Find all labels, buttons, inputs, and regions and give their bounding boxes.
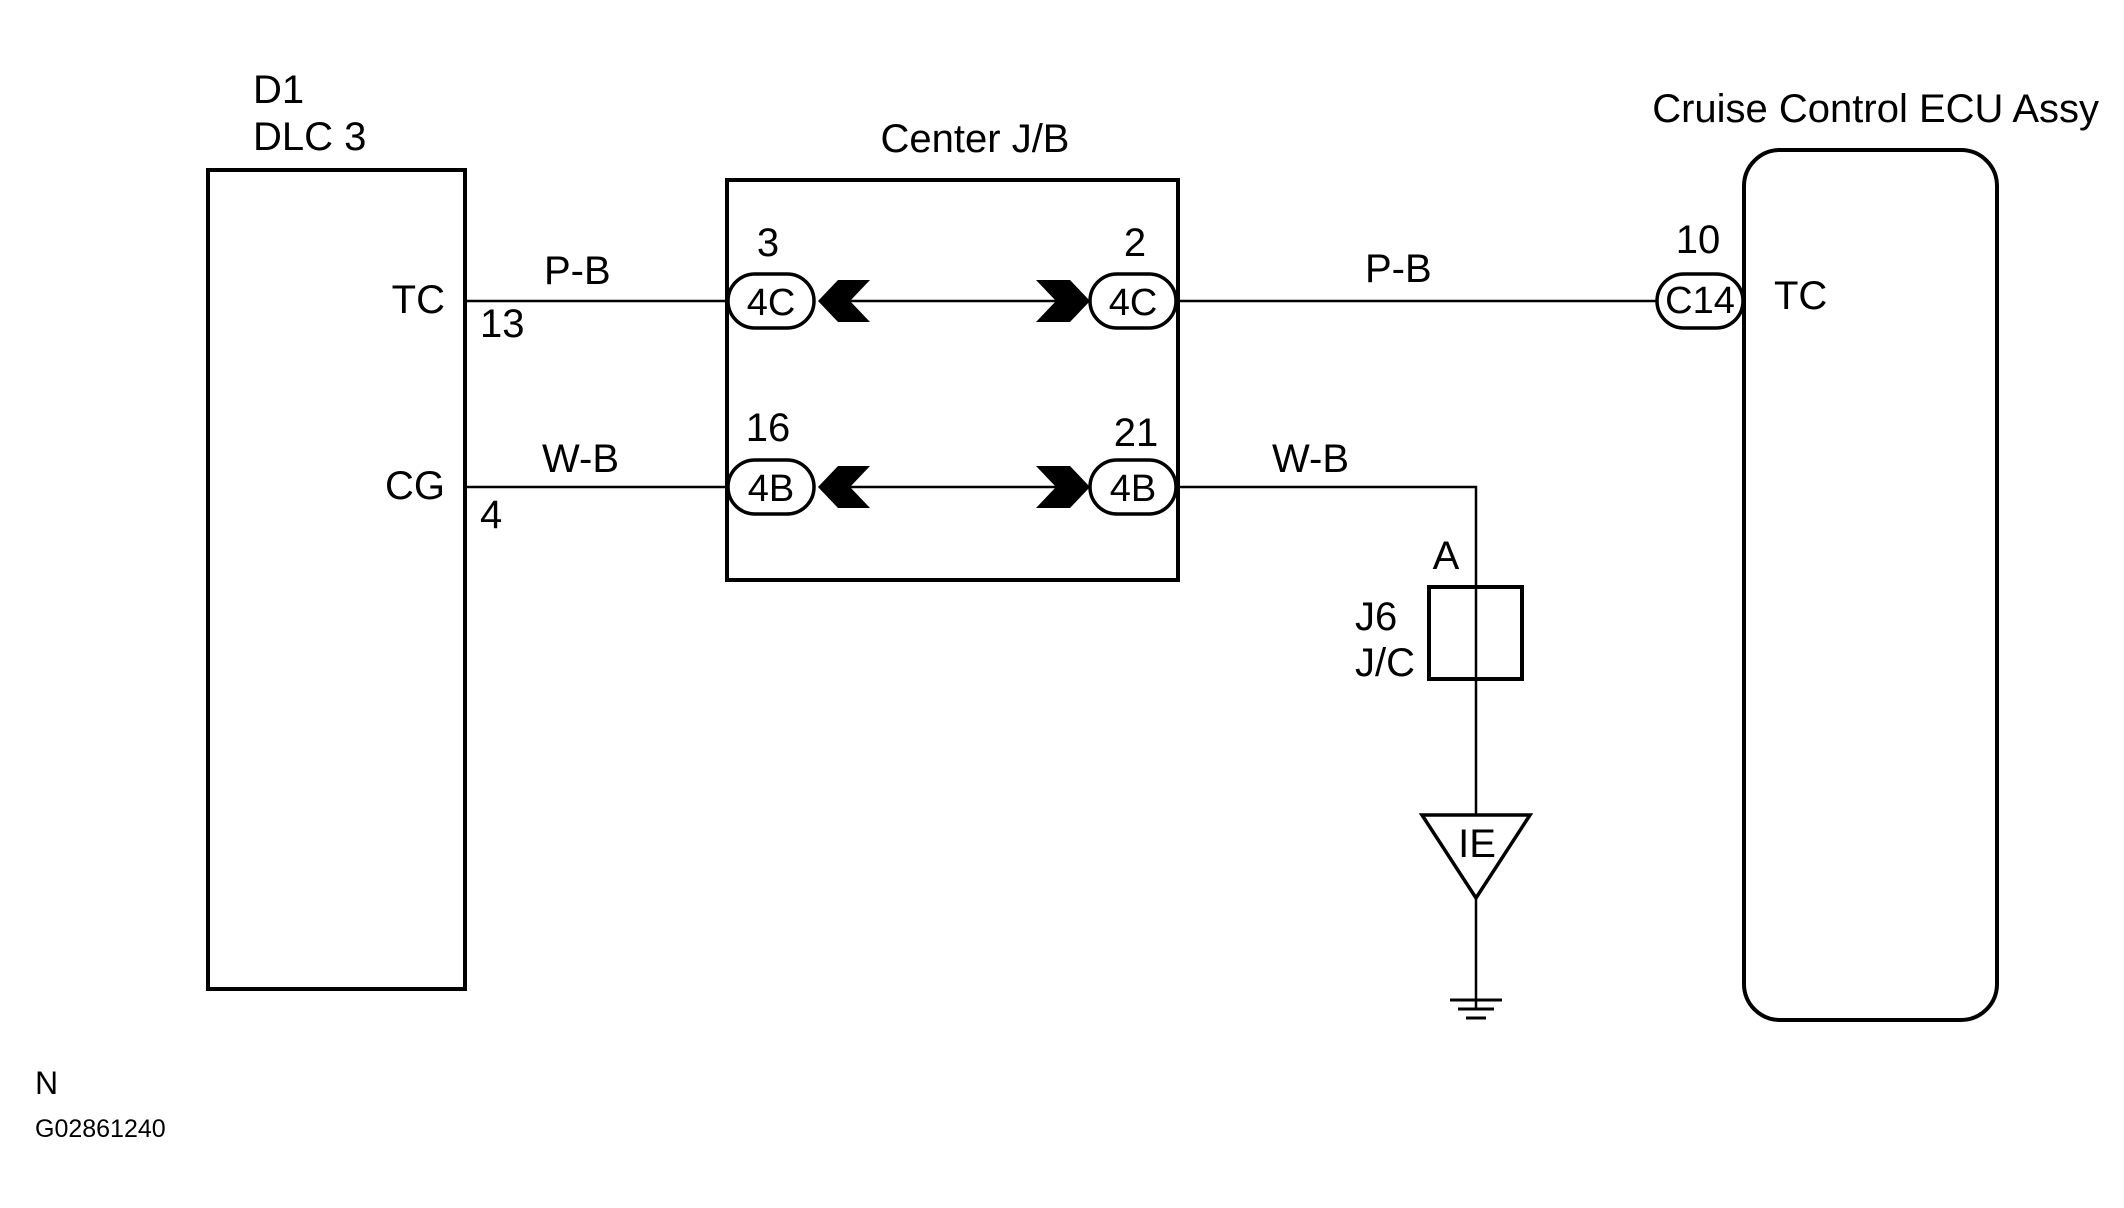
dlc3-pin-cg-label: CG [385, 464, 445, 508]
jb-plug-4b-right-label: 4B [1110, 468, 1156, 510]
footer-note: N [35, 1065, 58, 1101]
jb-plug-4c-left-label: 4C [747, 282, 796, 324]
center-jb-name: Center J/B [881, 117, 1070, 161]
jb-plug-4c-left [726, 272, 816, 330]
dlc3-name: DLC 3 [253, 115, 366, 159]
wire-color-tc-right: P-B [1365, 247, 1432, 291]
figure-code: G02861240 [35, 1115, 166, 1143]
jb-plug-4b-left [726, 458, 816, 516]
dlc3-pin-cg-number: 4 [480, 493, 502, 537]
connector-arrow-cg-right [1036, 466, 1090, 508]
wire-cg-jb-to-ground [1178, 485, 1478, 1010]
wire-color-tc-left: P-B [544, 249, 611, 293]
jb-plug-4b-right [1088, 458, 1178, 516]
dlc3-id: D1 [253, 68, 304, 112]
ecu-pin-10-number: 10 [1676, 218, 1721, 262]
jb-pin-16-number: 16 [746, 406, 791, 450]
jb-pin-3-number: 3 [757, 221, 779, 265]
connector-arrow-tc-right [1036, 280, 1090, 322]
jc-id: J6 [1355, 595, 1397, 639]
ecu-pin-tc-label: TC [1774, 274, 1827, 318]
ecu-box [1742, 148, 1999, 1022]
connector-arrow-cg-left [818, 466, 870, 508]
center-junction-block: Center J/B 3 4C 2 4C 16 4B 21 4B [725, 117, 1180, 582]
dlc3-box [206, 168, 467, 991]
junction-connector-j6: A J6 J/C [1355, 534, 1524, 685]
jb-pin-2-number: 2 [1124, 221, 1146, 265]
center-jb-box [725, 178, 1180, 582]
jb-pin-21-number: 21 [1114, 411, 1159, 455]
ground-triangle [1418, 813, 1534, 902]
dlc3-pin-tc-label: TC [392, 278, 445, 322]
connector-arrow-tc-left [818, 280, 870, 322]
jb-plug-4c-right [1088, 272, 1178, 330]
cruise-control-ecu: Cruise Control ECU Assy 10 C14 TC [1652, 87, 2099, 1022]
ground-point-ie: IE [1418, 813, 1534, 1020]
jb-plug-4c-right-label: 4C [1109, 282, 1158, 324]
ecu-plug-c14-label: C14 [1665, 280, 1735, 322]
jc-name: J/C [1355, 641, 1415, 685]
dlc3-connector: D1 DLC 3 TC 13 CG 4 [206, 68, 525, 991]
dlc3-pin-tc-number: 13 [480, 302, 525, 346]
ground-label: IE [1458, 822, 1496, 866]
wire-color-cg-left: W-B [542, 437, 619, 481]
ecu-name: Cruise Control ECU Assy [1652, 87, 2099, 131]
ecu-plug-c14 [1655, 272, 1745, 330]
wire-color-cg-right: W-B [1272, 437, 1349, 481]
jb-plug-4b-left-label: 4B [748, 468, 794, 510]
jc-pin-a: A [1433, 534, 1460, 578]
